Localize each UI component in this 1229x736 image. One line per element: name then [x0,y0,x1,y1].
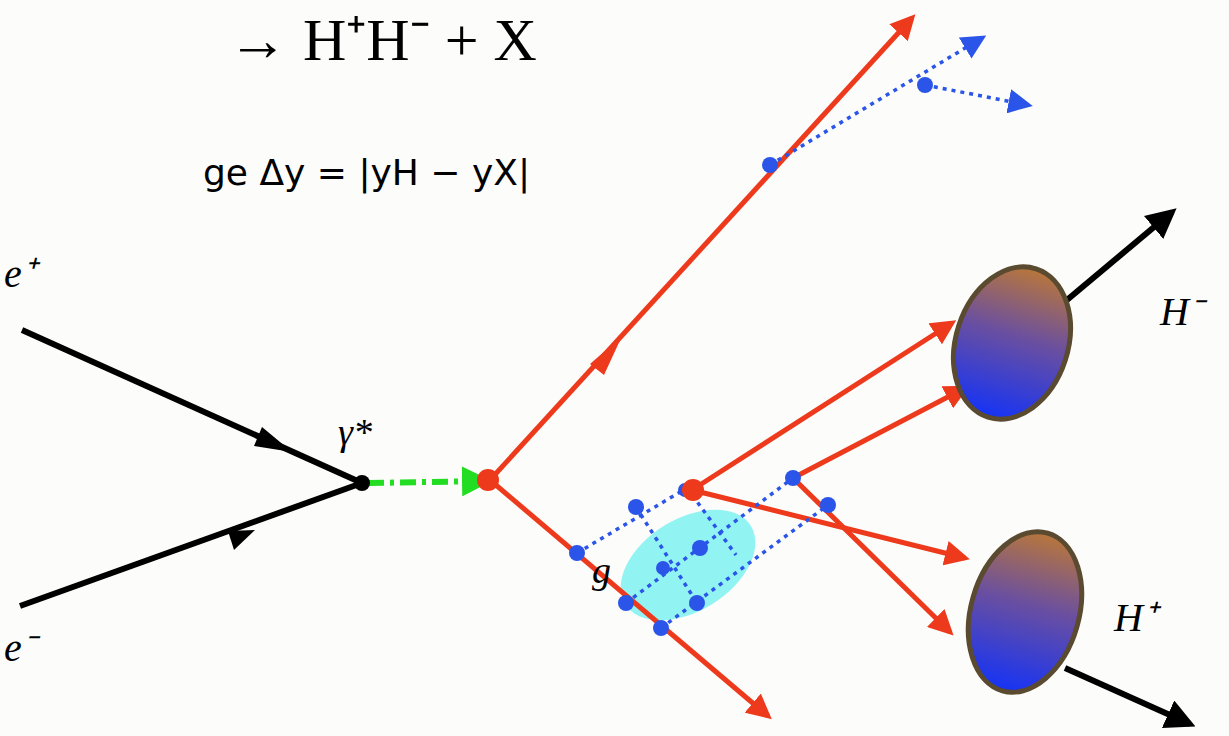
blob-shape [935,252,1090,435]
vertex-dot [354,475,370,491]
vertex-dot [682,479,704,501]
vertex-dot [477,469,499,491]
hadron-blob: H⁻ [928,259,1096,427]
particle-label: H⁻ [1160,282,1203,337]
hadron-blob: H⁺ [937,524,1113,700]
title-formula: → H⁺H⁻ + X [228,0,537,78]
particle-label: H⁺ [1114,588,1157,643]
particle-label: γ* [338,410,372,454]
blob-shape [950,518,1099,705]
mid-arrow [590,336,622,375]
particle-label: e⁺ [4,244,36,299]
particle-label: g [592,548,611,592]
rapidity-note: ge Δy = |yH − yX| [203,152,530,193]
photon-line [368,481,486,483]
blob-outline [937,524,1113,700]
hadron-lines [1055,212,1190,724]
gluon-vertices [569,77,933,636]
lepton-lines [20,330,362,606]
particle-label: e⁻ [4,618,36,673]
blob-outline [928,259,1096,427]
quark-lines [490,18,965,716]
